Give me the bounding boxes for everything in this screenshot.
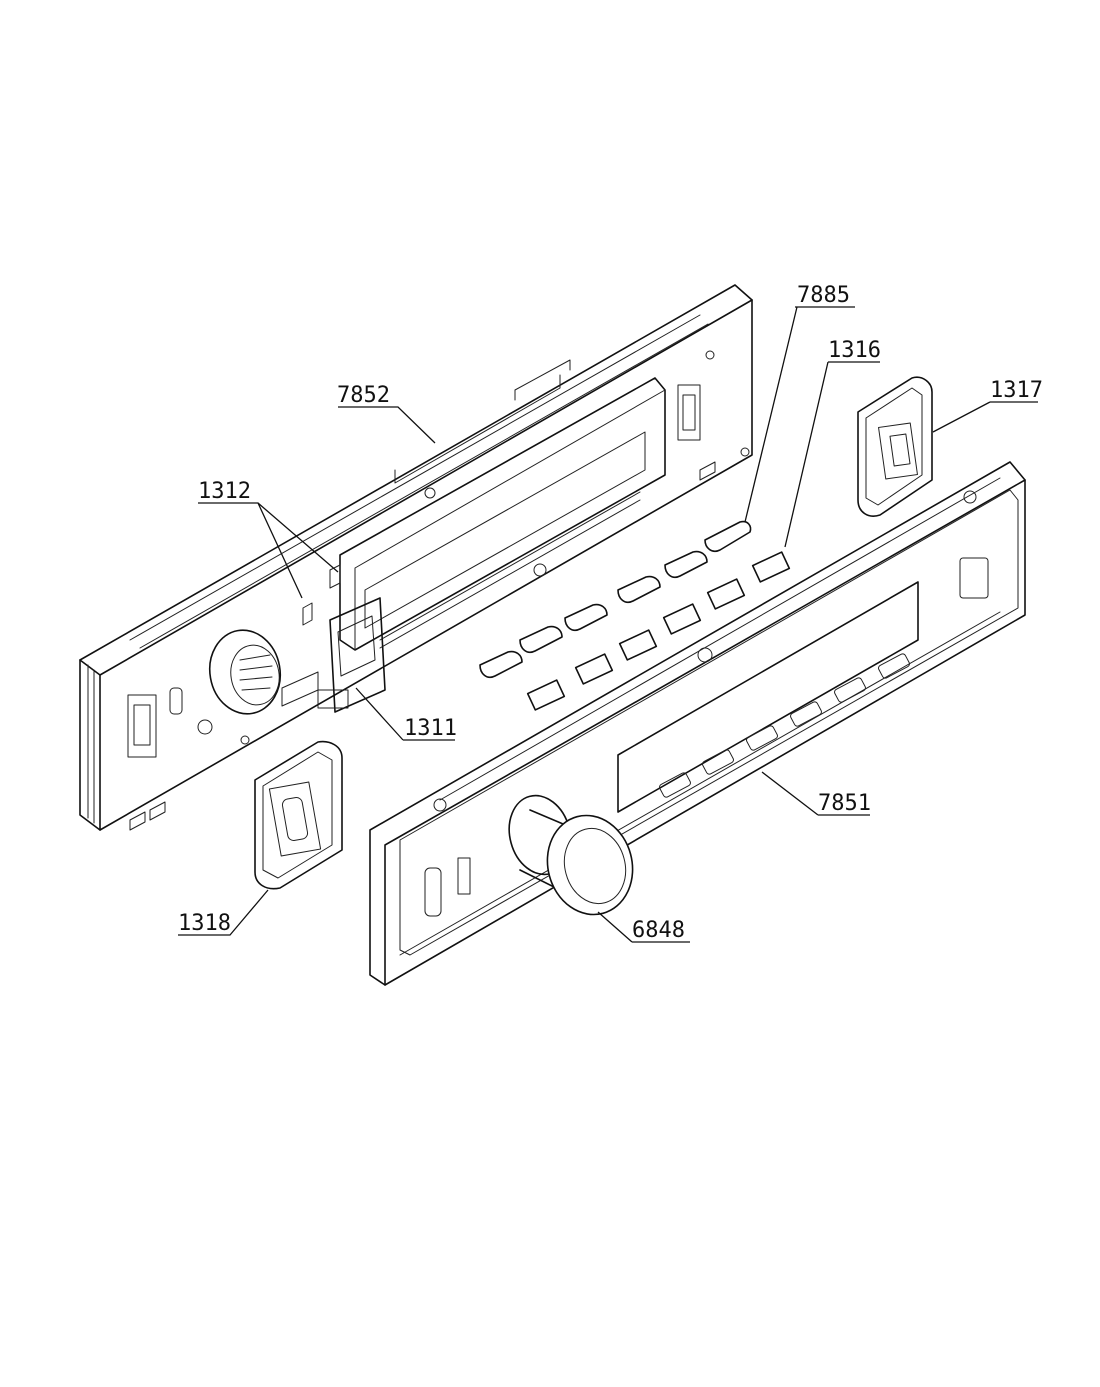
callout-labels: 7852 7885 1316 1317 1312 1311 1318 7851 …	[178, 283, 1043, 943]
callout-1316: 1316	[828, 338, 881, 363]
button-caps-1316	[526, 551, 791, 711]
knob-6848	[508, 794, 634, 916]
callout-7885: 7885	[797, 283, 850, 308]
push-buttons-7885	[479, 520, 752, 679]
callout-1312: 1312	[198, 479, 251, 504]
callout-7851: 7851	[818, 791, 871, 816]
switch-1317	[857, 376, 933, 517]
callout-1317: 1317	[990, 378, 1043, 403]
leader-lines	[178, 306, 1038, 943]
switch-1318	[254, 740, 343, 890]
callout-6848: 6848	[632, 918, 685, 943]
callout-1311: 1311	[404, 716, 457, 741]
control-housing-7852	[79, 284, 753, 831]
front-panel-7851	[369, 461, 1026, 986]
callout-1318: 1318	[178, 911, 231, 936]
callout-7852: 7852	[337, 383, 390, 408]
